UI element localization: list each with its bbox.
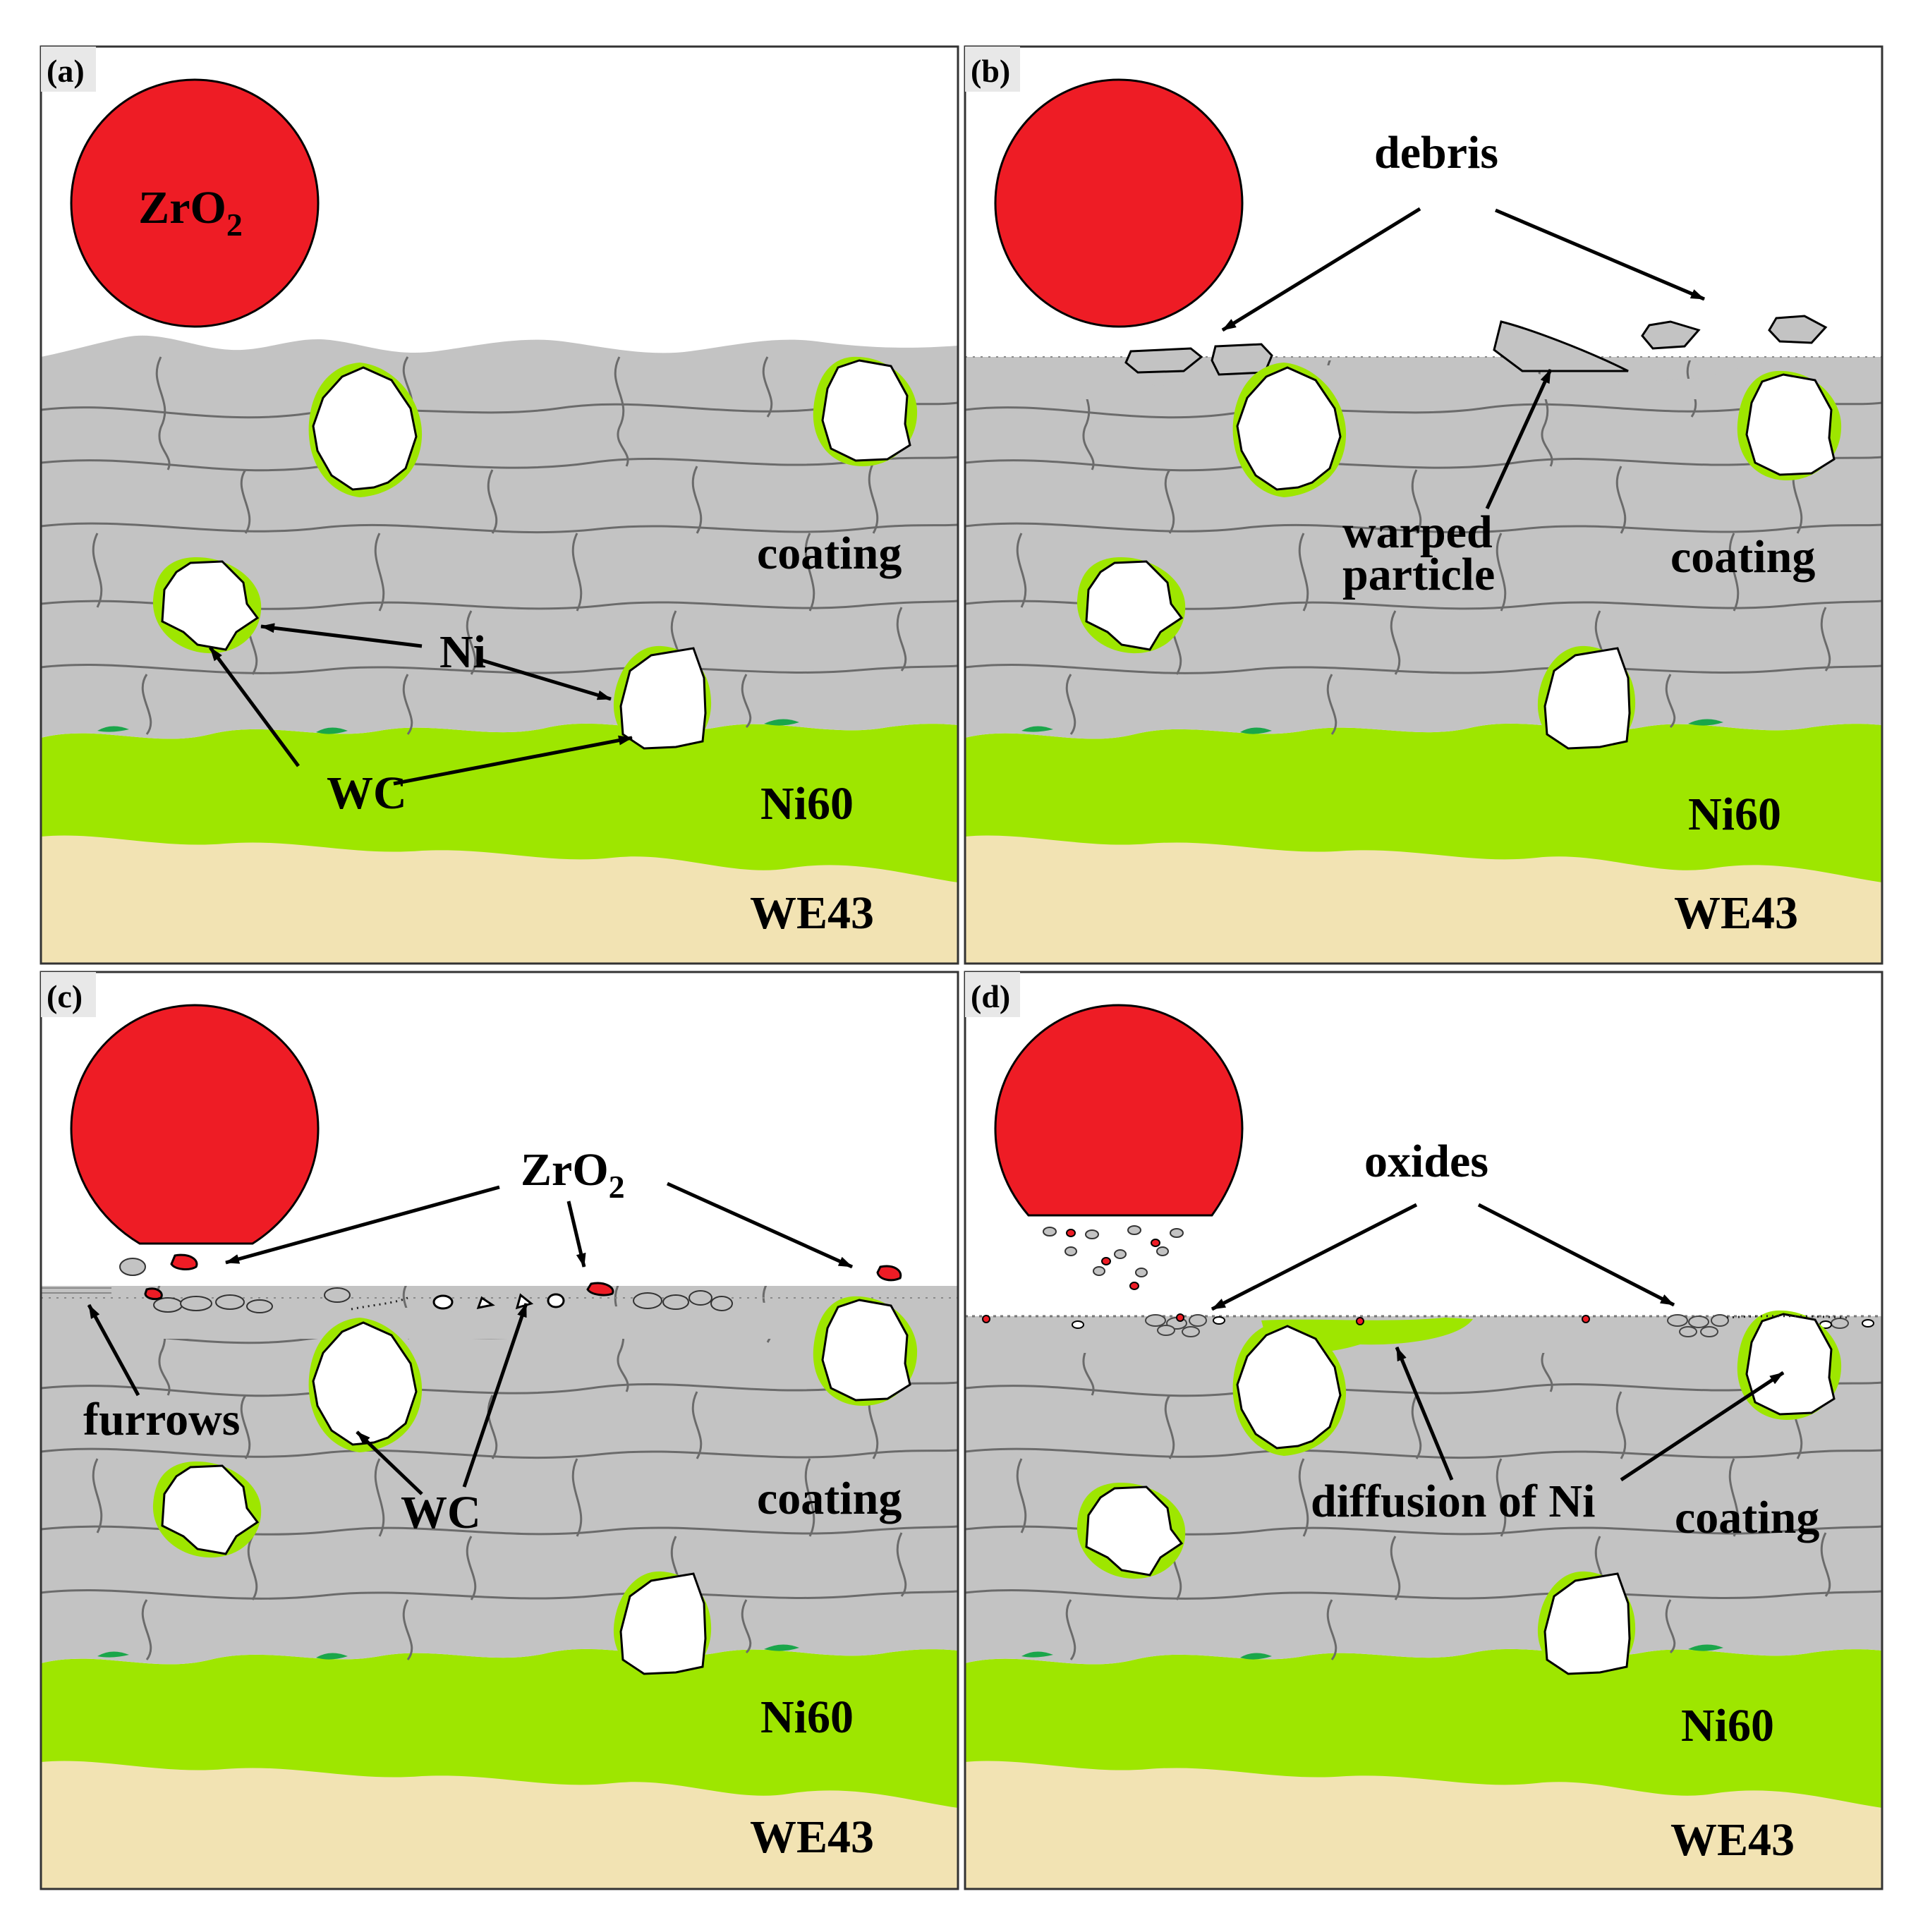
particle-label: particle xyxy=(1342,549,1495,600)
we43-label: WE43 xyxy=(750,887,874,939)
coating-label: coating xyxy=(757,1473,902,1524)
zro2-ball-label: ZrO2 xyxy=(138,182,243,243)
coating-label: coating xyxy=(1675,1492,1819,1543)
diffusion-label: diffusion of Ni xyxy=(1311,1476,1595,1527)
coating-label: coating xyxy=(1670,531,1815,583)
panel-b: (b) debris warped particle coating Ni60 … xyxy=(964,45,1883,965)
ni60-label: Ni60 xyxy=(760,778,854,830)
ni60-label: Ni60 xyxy=(1688,789,1781,840)
panel-tag: (d) xyxy=(971,978,1010,1014)
ni60-label: Ni60 xyxy=(760,1691,854,1743)
warped-label: warped xyxy=(1342,506,1493,558)
zro2-ball xyxy=(70,78,320,328)
panel-tag: (a) xyxy=(47,53,85,89)
coating-label: coating xyxy=(757,528,902,579)
furrows-label: furrows xyxy=(83,1394,240,1445)
wc-label: WC xyxy=(401,1487,481,1538)
we43-label: WE43 xyxy=(1674,887,1798,939)
panel-c: (c) ZrO2 furrows WC coating Ni60 WE43 xyxy=(40,971,959,1890)
zro2-callout-label: ZrO2 xyxy=(521,1144,625,1205)
panel-tag: (b) xyxy=(971,53,1010,89)
zro2-ball xyxy=(994,78,1244,328)
panel-tag: (c) xyxy=(47,978,83,1014)
ni60-label: Ni60 xyxy=(1681,1700,1774,1751)
oxides-label: oxides xyxy=(1364,1136,1488,1187)
ni-label: Ni xyxy=(439,626,486,678)
we43-label: WE43 xyxy=(750,1811,874,1863)
panel-a: ZrO2 (a) Ni WC coating Ni60 WE43 xyxy=(40,45,959,965)
debris-label: debris xyxy=(1374,127,1498,178)
we43-label: WE43 xyxy=(1670,1814,1795,1866)
wc-label: WC xyxy=(327,767,407,819)
panel-d: (d) oxides diffusion of Ni coating Ni60 … xyxy=(964,971,1883,1890)
